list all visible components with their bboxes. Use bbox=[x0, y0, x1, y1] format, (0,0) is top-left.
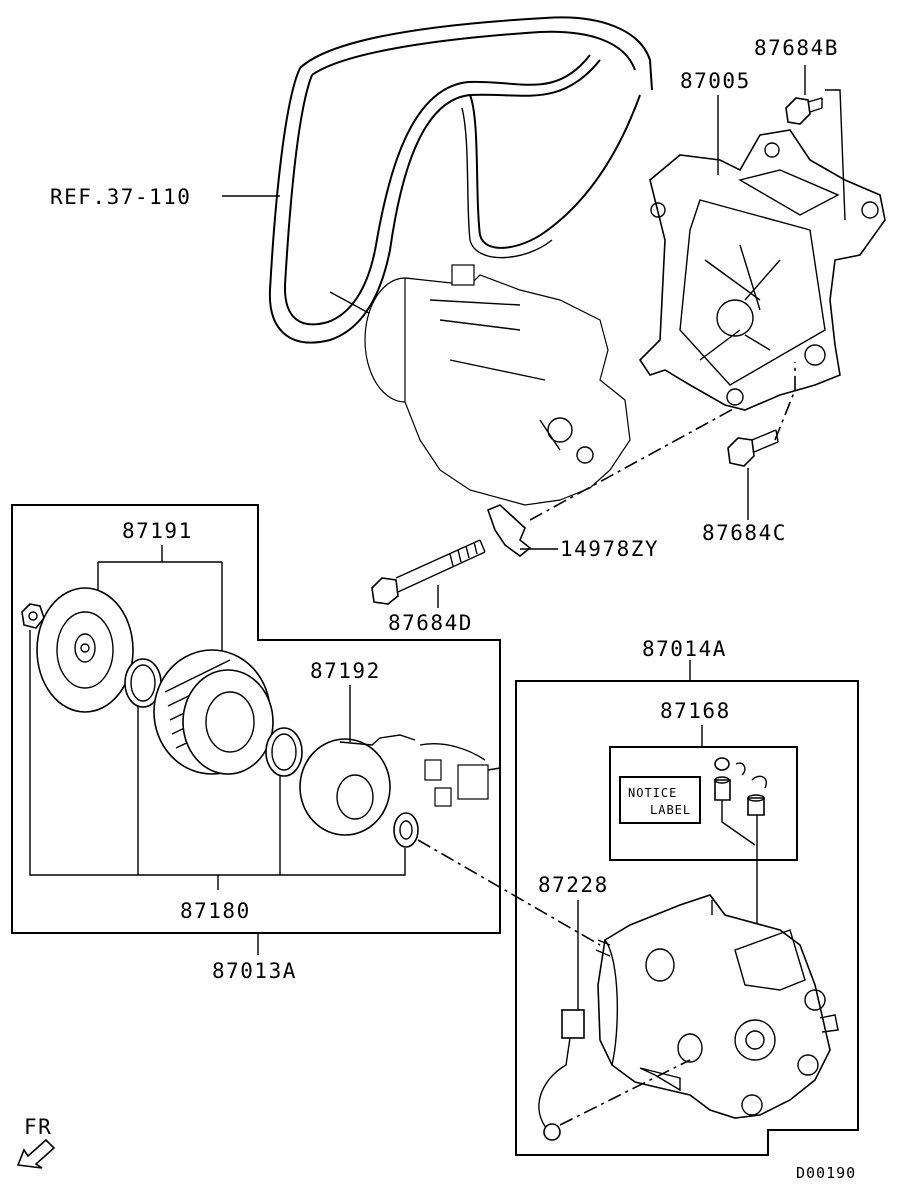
leader-87168-parts bbox=[721, 800, 758, 940]
bolt-87684C bbox=[727, 429, 779, 467]
label-ref-37-110[interactable]: REF.37-110 bbox=[50, 185, 191, 209]
label-87684B[interactable]: 87684B bbox=[754, 36, 839, 60]
arrow-down-left-icon bbox=[16, 1138, 56, 1169]
clutch-plate bbox=[36, 587, 134, 713]
label-87684D[interactable]: 87684D bbox=[388, 611, 473, 635]
leader-87191 bbox=[97, 545, 223, 655]
field-coil bbox=[299, 734, 501, 836]
compressor bbox=[595, 894, 839, 1119]
label-87191[interactable]: 87191 bbox=[122, 519, 193, 543]
kit-small-parts bbox=[714, 757, 767, 816]
label-87192[interactable]: 87192 bbox=[310, 659, 381, 683]
leader-87228-mount bbox=[559, 1059, 691, 1126]
snap-ring-2 bbox=[265, 727, 303, 777]
compressor-outline bbox=[364, 264, 631, 506]
bolt-87684D bbox=[371, 539, 486, 605]
notice-label bbox=[619, 776, 701, 824]
leader-87684B bbox=[804, 65, 846, 221]
front-direction-indicator: FR bbox=[16, 1115, 56, 1169]
label-87228[interactable]: 87228 bbox=[538, 873, 609, 897]
drive-belt bbox=[268, 16, 653, 344]
label-14978ZY[interactable]: 14978ZY bbox=[560, 537, 659, 561]
notice-label-line2: LABEL bbox=[650, 803, 691, 817]
shim bbox=[393, 812, 419, 848]
diagram-code: D00190 bbox=[796, 1164, 856, 1182]
snap-ring-1 bbox=[124, 658, 162, 708]
sensor-87228 bbox=[538, 1009, 585, 1141]
bolt-87684B bbox=[785, 97, 823, 125]
compressor-bracket bbox=[638, 129, 886, 411]
label-87180[interactable]: 87180 bbox=[180, 899, 251, 923]
notice-label-line1: NOTICE bbox=[628, 786, 677, 800]
label-87005[interactable]: 87005 bbox=[680, 69, 751, 93]
clutch-assembly-frame bbox=[11, 504, 501, 934]
label-87168[interactable]: 87168 bbox=[660, 699, 731, 723]
compressor-assembly-frame bbox=[515, 680, 859, 1156]
label-fr: FR bbox=[24, 1115, 52, 1139]
label-87014A[interactable]: 87014A bbox=[642, 637, 727, 661]
label-87013A[interactable]: 87013A bbox=[212, 959, 297, 983]
leader-shim-to-compressor bbox=[417, 839, 601, 946]
bracket-14978ZY bbox=[486, 504, 532, 558]
label-87684C[interactable]: 87684C bbox=[702, 521, 787, 545]
kit-87168-frame bbox=[609, 746, 798, 861]
pulley bbox=[153, 649, 274, 775]
leader-87180 bbox=[29, 630, 406, 890]
leader-14978ZY-mount bbox=[529, 407, 736, 521]
